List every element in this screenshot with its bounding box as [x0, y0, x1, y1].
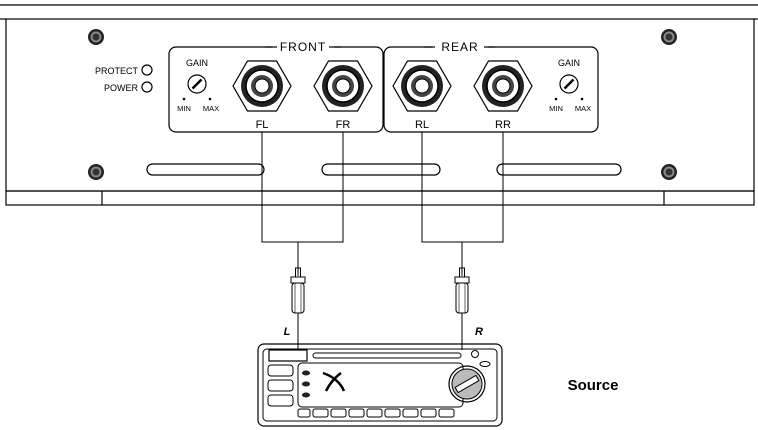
screw-icon: [661, 29, 677, 45]
right-channel-label: R: [475, 326, 483, 338]
rr-label: RR: [495, 119, 511, 131]
left-y-cable: [261, 132, 344, 243]
vent-slot: [496, 163, 622, 176]
cables: L R: [261, 132, 504, 350]
fl-label: FL: [256, 119, 269, 131]
rear-title: REAR: [441, 40, 478, 54]
screw-icon: [88, 164, 104, 180]
protect-label: PROTECT: [95, 66, 139, 76]
front-gain-label: GAIN: [186, 58, 208, 68]
protect-led-icon: [141, 64, 153, 76]
vent-slot: [321, 163, 441, 176]
front-gain-max: MAX: [203, 104, 219, 113]
front-section: FRONT GAIN MIN MAX FL FR: [168, 40, 384, 133]
screw-icon: [661, 164, 677, 180]
fr-rca-jack-icon[interactable]: [313, 60, 373, 112]
source-label: Source: [568, 377, 619, 394]
left-channel-label: L: [284, 326, 291, 338]
amplifier-panel: [5, 18, 755, 192]
rear-section: REAR RL RR GAIN MIN MAX: [383, 40, 599, 133]
rear-gain-min: MIN: [549, 104, 563, 113]
amplifier: PROTECT POWER: [0, 4, 758, 206]
front-gain-knob-icon[interactable]: [187, 74, 207, 94]
vent-slot: [146, 163, 265, 176]
front-title: FRONT: [280, 40, 326, 54]
amplifier-base: [5, 190, 755, 206]
fr-label: FR: [336, 119, 351, 131]
head-unit-icon: [257, 343, 503, 427]
rear-gain-knob-icon[interactable]: [559, 74, 579, 94]
rr-rca-jack-icon[interactable]: [473, 60, 533, 112]
right-y-cable: [421, 132, 504, 243]
screw-icon: [88, 29, 104, 45]
rear-gain-label: GAIN: [558, 58, 580, 68]
rl-label: RL: [415, 119, 429, 131]
fl-rca-jack-icon[interactable]: [232, 60, 292, 112]
left-rca-plug-icon: [290, 267, 306, 350]
power-led-icon: [141, 81, 153, 93]
right-rca-plug-icon: [454, 267, 470, 350]
rl-rca-jack-icon[interactable]: [392, 60, 452, 112]
front-gain-min: MIN: [177, 104, 191, 113]
rear-gain-max: MAX: [575, 104, 591, 113]
power-label: POWER: [104, 83, 139, 93]
